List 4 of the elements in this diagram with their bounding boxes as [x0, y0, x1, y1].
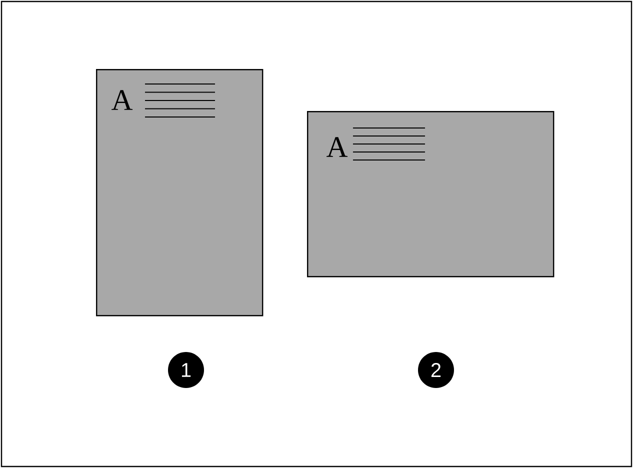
page-drawing: A [307, 111, 554, 278]
page-drawing: A [96, 69, 264, 316]
callout-number: 1 [168, 352, 204, 388]
callout-number: 2 [418, 352, 454, 388]
